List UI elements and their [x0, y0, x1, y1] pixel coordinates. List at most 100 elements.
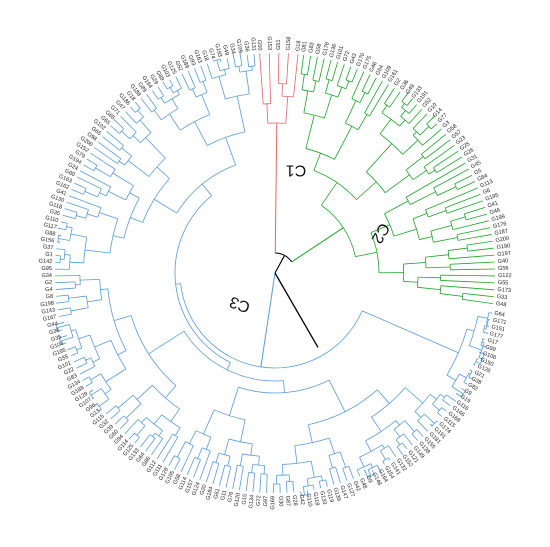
branch-segment [174, 458, 181, 470]
tip-label: G109 [381, 65, 393, 80]
tip-label: G15 [241, 494, 248, 505]
branch-segment [351, 87, 357, 99]
branch-segment [364, 469, 369, 478]
branch-segment [384, 94, 391, 104]
branch-segment [388, 445, 392, 450]
tip-label: G58 [446, 123, 458, 134]
branch-segment [232, 476, 236, 489]
branch-segment [428, 169, 436, 175]
branch-segment [121, 130, 131, 140]
branch-segment [472, 234, 492, 239]
branch-segment [460, 280, 495, 284]
branch-segment [178, 82, 183, 89]
branch-arc [313, 170, 357, 200]
branch-segment [458, 237, 473, 241]
tip-label: G46 [489, 208, 501, 217]
branch-segment [186, 84, 191, 91]
branch-segment [159, 89, 164, 96]
branch-segment [116, 139, 124, 146]
branch-segment [261, 87, 264, 105]
tip-label: G5 [473, 168, 482, 177]
branch-segment [469, 345, 482, 351]
branch-segment [56, 301, 70, 304]
tip-label: G170 [356, 52, 367, 67]
tip-label: G99 [484, 344, 496, 353]
branch-segment [313, 57, 318, 75]
branch-segment [475, 227, 491, 232]
tip-label: G95 [41, 266, 52, 272]
branch-segment [483, 328, 487, 330]
branch-segment [292, 481, 295, 492]
branch-segment [124, 428, 130, 435]
branch-segment [325, 479, 328, 487]
branch-segment [430, 125, 436, 130]
branch-segment [417, 286, 441, 291]
tip-label: G125 [166, 60, 178, 75]
branch-segment [348, 466, 354, 477]
branch-segment [458, 174, 473, 183]
branch-segment [482, 240, 493, 244]
branch-segment [64, 254, 71, 256]
branch-segment [442, 150, 459, 162]
branch-segment [130, 125, 137, 133]
branch-segment [135, 101, 141, 109]
branch-segment [462, 292, 480, 296]
branch-segment [302, 54, 305, 61]
branch-arc [423, 166, 430, 175]
branch-segment [307, 424, 313, 443]
branch-segment [393, 429, 401, 438]
branch-segment [175, 436, 179, 442]
tip-label: G46 [369, 61, 379, 73]
tip-label: G18 [200, 50, 209, 62]
branch-segment [66, 226, 73, 229]
tip-label: G64 [494, 311, 505, 319]
branch-segment [189, 75, 196, 88]
tip-label: G44 [47, 321, 59, 329]
branch-segment [190, 457, 196, 467]
tip-label: G151 [491, 324, 506, 333]
branch-segment [85, 357, 91, 361]
branch-segment [169, 113, 181, 131]
branch-segment [429, 393, 437, 400]
tip-label: G162 [55, 180, 70, 191]
tip-label: G128 [158, 467, 170, 482]
branch-segment [310, 461, 315, 478]
branch-segment [246, 54, 249, 61]
branch-segment [433, 237, 458, 243]
branch-segment [466, 242, 483, 246]
branch-segment [147, 438, 156, 449]
branch-segment [58, 335, 67, 339]
branch-arc [337, 85, 347, 90]
branch-segment [189, 430, 197, 444]
branch-segment [430, 424, 433, 427]
tip-label: G31 [467, 154, 479, 164]
branch-segment [382, 461, 385, 465]
branch-segment [56, 324, 70, 329]
branch-segment [195, 459, 201, 473]
branch-arc [214, 409, 246, 421]
branch-segment [250, 443, 253, 456]
branch-segment [245, 71, 250, 94]
branch-segment [156, 166, 170, 179]
tip-label: G36 [399, 79, 410, 91]
tip-label: G165 [52, 348, 67, 358]
branch-segment [92, 358, 100, 363]
branch-segment [336, 72, 342, 86]
tip-label: G20 [199, 484, 208, 496]
tip-label: G197 [497, 251, 511, 258]
branch-segment [367, 87, 372, 95]
branch-segment [109, 142, 120, 151]
tip-label: G120 [234, 493, 242, 507]
branch-segment [153, 414, 163, 425]
branch-segment [165, 385, 177, 399]
branch-segment [469, 369, 473, 372]
tip-label: G150 [479, 357, 494, 368]
tip-label: G156 [40, 237, 54, 245]
tip-label: G2 [45, 280, 53, 286]
branch-segment [162, 440, 176, 463]
branch-segment [437, 412, 441, 416]
tip-label: G158 [286, 37, 293, 51]
branch-segment [228, 387, 239, 416]
branch-segment [440, 393, 445, 398]
branch-segment [89, 182, 102, 190]
